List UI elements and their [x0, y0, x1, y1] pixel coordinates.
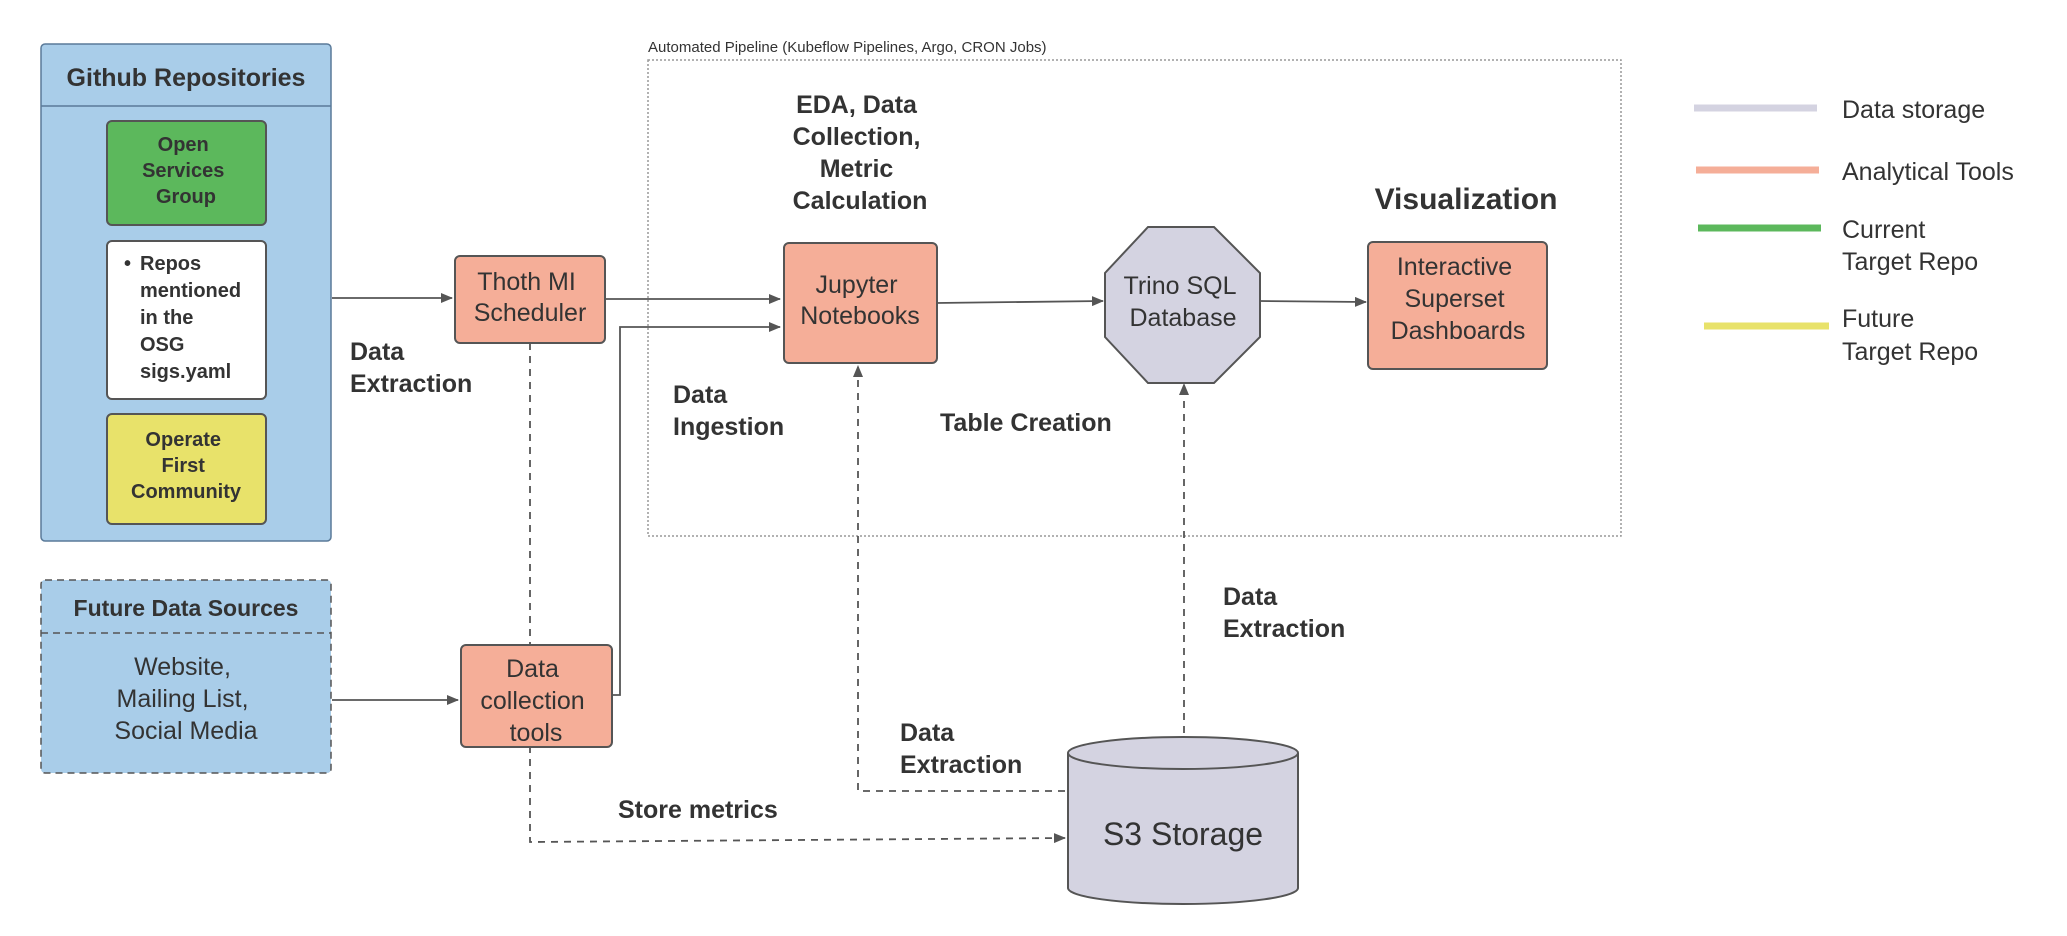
legend-label-current-2: Target Repo: [1842, 248, 1978, 276]
arrow-collect-to-jupyter: [612, 322, 781, 696]
legend-label-current-1: Current: [1842, 216, 1925, 244]
svg-text:Future Target Repo: Future Target Repo: [1842, 305, 1978, 366]
svg-text:Current Target Repo: Current Target Repo: [1842, 216, 1978, 276]
extraction-left-line-2: Extraction: [350, 370, 472, 398]
collect-line-3: tools: [510, 719, 563, 747]
legend-label-future-2: Target Repo: [1842, 338, 1978, 366]
extraction-right-line-2: Extraction: [1223, 615, 1345, 643]
svg-text:Data Extraction: Data Extraction: [1223, 583, 1345, 643]
arrow-thoth-to-s3-store: [529, 343, 1066, 844]
future-item-2: Mailing List,: [117, 685, 249, 713]
repos-line-3: in the: [140, 307, 193, 329]
svg-text:Interactive Superset: Interactive Superset Dashboards: [1391, 253, 1526, 345]
svg-text:Repos mentioned in: Repos mentioned in the OSG sigs.yaml: [140, 253, 247, 383]
arrow-jupyter-to-trino: [935, 296, 1104, 307]
pipeline-label: Automated Pipeline (Kubeflow Pipelines, …: [648, 39, 1047, 56]
superset-line-3: Dashboards: [1391, 317, 1526, 345]
future-item-1: Website,: [134, 653, 231, 681]
extraction-left-line-1: Data: [350, 338, 405, 366]
osg-line-2: Services: [142, 160, 224, 182]
eda-line-1: EDA, Data: [796, 91, 918, 119]
jupyter-line-2: Notebooks: [800, 302, 920, 330]
eda-line-3: Metric: [820, 155, 894, 183]
trino-line-1: Trino SQL: [1123, 272, 1236, 300]
superset-dashboards-node: Interactive Superset Dashboards: [1367, 241, 1548, 370]
legend-label-future-1: Future: [1842, 305, 1914, 333]
svg-text:Data Extraction: Data Extraction: [350, 338, 472, 398]
legend-label-analytical: Analytical Tools: [1842, 158, 2014, 186]
osg-line-1: Open: [158, 134, 209, 156]
thoth-scheduler-node: Thoth MI Scheduler: [454, 255, 606, 344]
superset-line-2: Superset: [1404, 285, 1504, 313]
s3-storage-node: S3 Storage: [1067, 736, 1299, 905]
repos-bullet: •: [124, 253, 131, 275]
svg-text:Open Services Grou: Open Services Group: [142, 134, 230, 208]
op1-line-2: First: [162, 455, 206, 477]
svg-text:Operate First Comm: Operate First Community: [131, 429, 242, 503]
thoth-line-1: Thoth MI: [477, 268, 576, 296]
trino-database-node: Trino SQL Database: [1104, 226, 1261, 384]
svg-text:Data Extraction: Data Extraction: [900, 719, 1022, 779]
svg-text:EDA, Data Collection,: EDA, Data Collection, Metric Calculation: [793, 91, 928, 215]
github-repositories-group: Github Repositories Open Services Group …: [40, 43, 332, 542]
store-metrics-label: Store metrics: [618, 796, 778, 824]
ingestion-line-1: Data: [673, 381, 728, 409]
legend: Data storage Analytical Tools Current Ta…: [1694, 96, 2014, 366]
jupyter-line-1: Jupyter: [816, 271, 898, 299]
repos-line-4: OSG: [140, 334, 184, 356]
future-data-sources-group: Future Data Sources Website, Mailing Lis…: [40, 579, 332, 774]
osg-line-3: Group: [156, 186, 216, 208]
thoth-line-2: Scheduler: [474, 299, 587, 327]
collect-line-2: collection: [480, 687, 584, 715]
collect-line-1: Data: [506, 655, 559, 683]
op1-line-1: Operate: [145, 429, 221, 451]
extraction-bottom-line-1: Data: [900, 719, 955, 747]
extraction-right-line-1: Data: [1223, 583, 1278, 611]
repos-line-5: sigs.yaml: [140, 361, 231, 383]
legend-label-storage: Data storage: [1842, 96, 1985, 124]
svg-text:Website, Mailing List,: Website, Mailing List, Social Media: [114, 653, 257, 745]
repos-line-2: mentioned: [140, 280, 241, 302]
arrow-trino-to-superset: [1258, 296, 1367, 307]
trino-line-2: Database: [1129, 304, 1236, 332]
extraction-bottom-line-2: Extraction: [900, 751, 1022, 779]
future-title: Future Data Sources: [74, 595, 299, 621]
visualization-label: Visualization: [1375, 183, 1558, 216]
arrow-s3-to-jupyter: [853, 365, 1065, 792]
svg-text:Data collection to: Data collection tools: [480, 655, 591, 747]
github-title: Github Repositories: [67, 64, 306, 92]
op1-box: [106, 413, 267, 525]
svg-text:Trino SQL Database: Trino SQL Database: [1123, 272, 1242, 332]
eda-line-4: Calculation: [793, 187, 928, 215]
op1-line-3: Community: [131, 481, 242, 503]
table-creation-label: Table Creation: [940, 409, 1112, 437]
future-item-3: Social Media: [114, 717, 257, 745]
pipeline-boundary: [647, 59, 1622, 537]
repos-line-1: Repos: [140, 253, 201, 275]
svg-text:Jupyter Notebooks: Jupyter Notebooks: [800, 271, 920, 330]
repos-box: [106, 240, 267, 400]
eda-line-2: Collection,: [793, 123, 921, 151]
s3-label: S3 Storage: [1103, 816, 1263, 852]
svg-text:Data Ingestion: Data Ingestion: [673, 381, 784, 441]
superset-line-1: Interactive: [1397, 253, 1512, 281]
data-collection-tools-node: Data collection tools: [460, 644, 613, 748]
osg-box: [106, 120, 267, 226]
jupyter-notebooks-node: Jupyter Notebooks: [783, 242, 938, 364]
ingestion-line-2: Ingestion: [673, 413, 784, 441]
svg-text:Thoth MI Scheduler: Thoth MI Scheduler: [474, 268, 587, 327]
